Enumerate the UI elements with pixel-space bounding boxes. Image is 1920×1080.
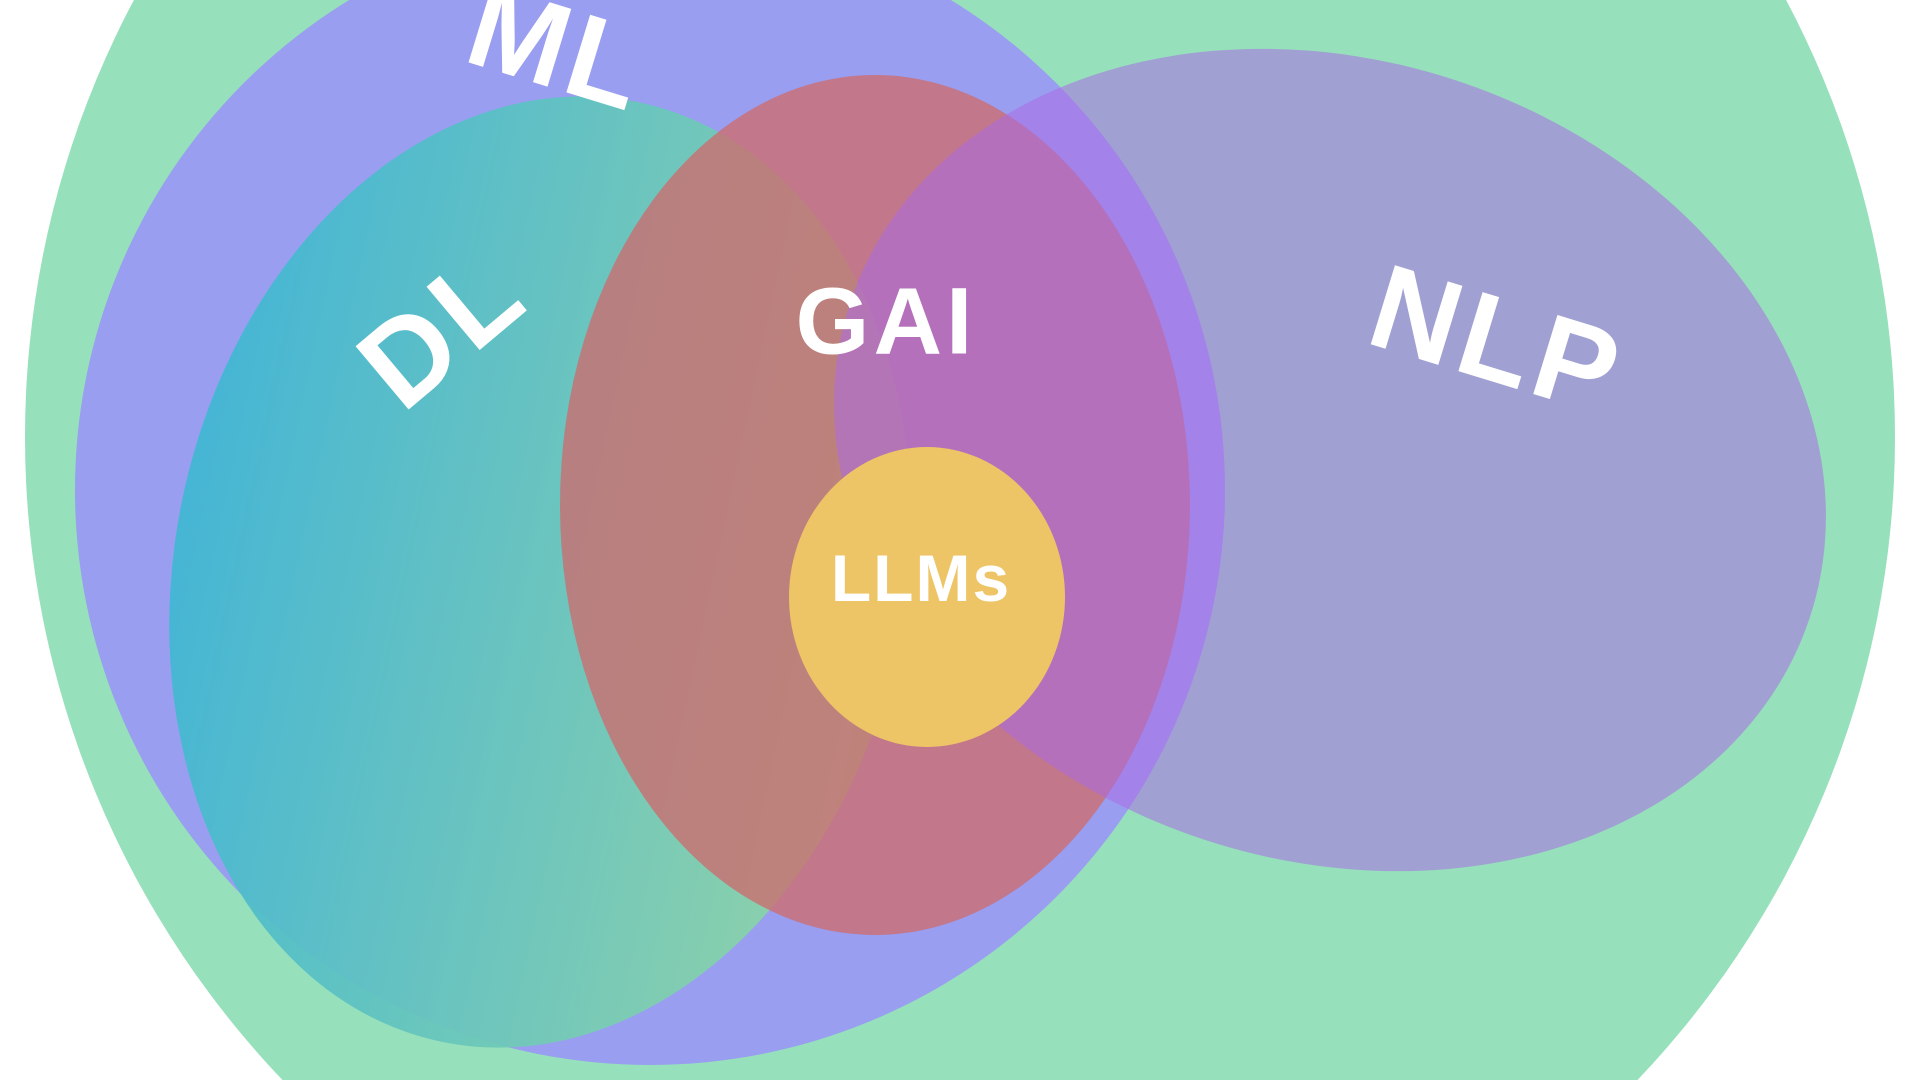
llms-label: LLMs (830, 541, 1012, 615)
nlp-set-ellipse (834, 48, 1826, 872)
gai-label: GAI (795, 268, 977, 375)
llms-set-ellipse (789, 447, 1065, 747)
